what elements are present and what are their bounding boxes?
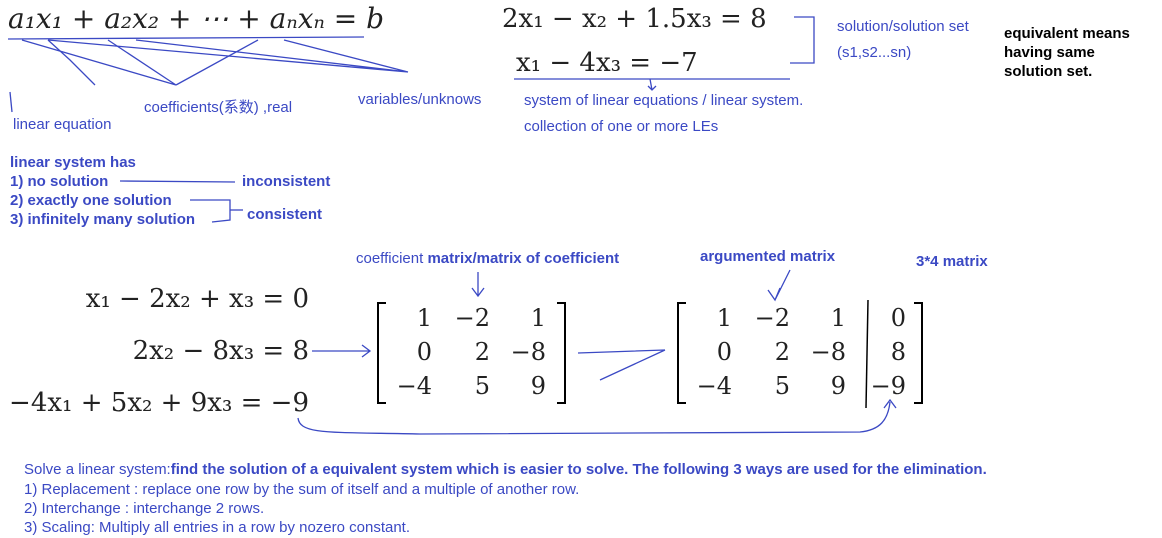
variables-label: variables/unknows [358,91,482,108]
case-one-solution: 2) exactly one solution [10,192,172,209]
matrix-to-augmented-arrow [577,349,666,381]
equation-underline [7,36,365,40]
left-bracket [377,302,386,404]
solution-tuple-label: (s1,s2...sn) [837,44,912,61]
linear-system-label: system of linear equations / linear syst… [524,92,804,109]
system-equation-1: x₁ − 2x₂ + x₃ = 0 [85,284,309,314]
system-equation-3: −4x₁ + 5x₂ + 9x₃ = −9 [9,388,309,418]
matrix-cell: 0 [416,338,432,366]
consistent-bracket [190,199,231,223]
case-infinite-solutions: 3) infinitely many solution [10,211,196,228]
annotation-line [47,39,96,86]
matrix-cell: 5 [474,372,490,400]
coefficient-matrix-label: coefficient matrix/matrix of coefficient [356,250,619,267]
matrix-cell: 1 [716,304,732,332]
label-arrow [767,269,791,302]
operation-scaling: 3) Scaling: Multiply all entries in a ro… [24,519,411,536]
matrix-cell: −2 [754,304,790,332]
operation-replacement: 1) Replacement : replace one row by the … [24,481,580,498]
matrix-cell: 0 [890,304,906,332]
constant-column-arrow [297,398,897,435]
matrix-cell: 1 [830,304,846,332]
system-arrow [647,78,657,91]
equivalent-note-line-2: having same [1004,44,1095,61]
augmented-divider [865,299,869,409]
annotation-line [47,39,409,73]
system-to-matrix-arrow [312,344,372,358]
matrix-cell: 9 [830,372,846,400]
example-equation-2: x₁ − 4x₃ = −7 [516,48,698,78]
case-no-solution: 1) no solution [10,173,109,190]
case-line [119,180,236,183]
augmented-matrix-label: argumented matrix [700,248,836,265]
right-bracket [914,302,923,404]
solve-prefix: Solve a linear system: [24,461,171,478]
equivalent-note-line-3: solution set. [1004,63,1093,80]
annotation-line [21,39,259,86]
matrix-size-label: 3*4 matrix [916,253,988,270]
operation-interchange: 2) Interchange : interchange 2 rows. [24,500,265,517]
left-bracket [677,302,686,404]
matrix-cell: 2 [474,338,490,366]
matrix-cell: 0 [716,338,732,366]
matrix-cell: 1 [530,304,546,332]
general-linear-equation: a₁x₁ + a₂x₂ + ⋯ + aₙxₙ = b [8,2,385,35]
annotation-line [9,91,13,113]
matrix-cell: −8 [810,338,846,366]
matrix-cell: −4 [696,372,732,400]
cases-heading: linear system has [10,154,136,171]
system-equation-2: 2x₂ − 8x₃ = 8 [132,336,309,366]
matrix-cell: −8 [510,338,546,366]
coefficient-matrix-label-bold: matrix/matrix of coefficient [427,250,620,267]
solve-heading: Solve a linear system:find the solution … [24,461,987,478]
coefficients-label: coefficients(系数) ,real [144,99,293,116]
matrix-cell: −4 [396,372,432,400]
equivalent-note-line-1: equivalent means [1004,25,1130,42]
solve-bold-text: find the solution of a equivalent system… [170,461,987,478]
matrix-cell: −2 [454,304,490,332]
matrix-cell: 8 [890,338,906,366]
example-equation-1: 2x₁ − x₂ + 1.5x₃ = 8 [502,4,767,34]
matrix-cell: 1 [416,304,432,332]
linear-equation-label: linear equation [13,116,112,133]
matrix-cell: 5 [774,372,790,400]
solution-set-label: solution/solution set [837,18,969,35]
matrix-cell: 2 [774,338,790,366]
matrix-cell: 9 [530,372,546,400]
inconsistent-label: inconsistent [242,173,331,190]
solution-bracket [790,16,815,64]
consistent-label: consistent [247,206,323,223]
collection-label: collection of one or more LEs [524,118,719,135]
label-arrow [471,272,485,298]
matrix-cell: −9 [870,372,906,400]
right-bracket [557,302,566,404]
coefficient-matrix-label-prefix: coefficient [356,250,428,267]
